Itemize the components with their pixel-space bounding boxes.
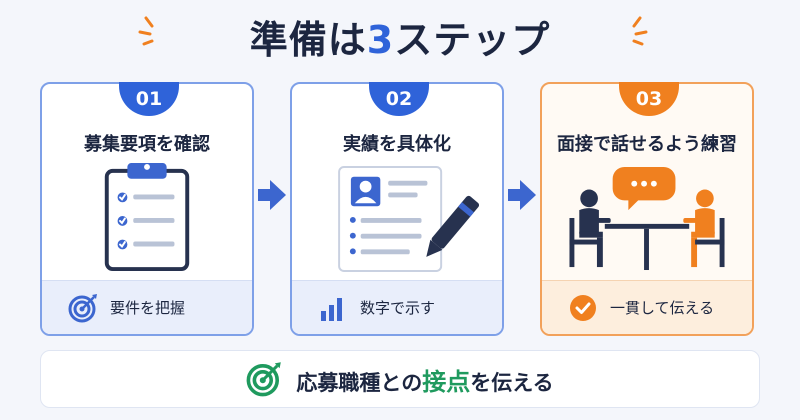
- check-circle-icon: [570, 294, 596, 321]
- arrow-right-icon: [258, 180, 286, 210]
- target-icon: [68, 293, 97, 322]
- step-footer: 数字で示す: [292, 280, 502, 334]
- step-footer-label: 一貫して伝える: [610, 299, 715, 317]
- summary-text: 応募職種との接点を伝える: [296, 362, 553, 397]
- arrow-right-icon: [508, 180, 536, 210]
- page-title: 準備は3ステップ: [250, 9, 550, 64]
- title-suffix: ステップ: [394, 17, 551, 62]
- step-title: 面接で話せるよう練習: [557, 134, 737, 155]
- summary-text-after: を伝える: [470, 370, 554, 395]
- target-icon: [247, 362, 282, 397]
- step-footer: 一貫して伝える: [542, 280, 752, 334]
- step-card-1: 01 募集要項を確認 要件を把握: [40, 82, 254, 336]
- title-area: 準備は3ステップ: [0, 8, 800, 64]
- clipboard-checklist-icon: [104, 163, 190, 271]
- step-number-badge: 02: [369, 82, 429, 116]
- summary-text-before: 応募職種との: [296, 370, 423, 395]
- bar-chart-icon: [321, 297, 342, 321]
- step-title: 募集要項を確認: [84, 134, 210, 155]
- sparkle-right-icon: [632, 16, 648, 46]
- sparkle-left-icon: [138, 16, 154, 46]
- step-number-badge: 03: [619, 82, 679, 116]
- title-number: 3: [366, 17, 395, 62]
- interview-conversation-icon: [569, 166, 725, 271]
- summary-bar: 応募職種との接点を伝える: [40, 350, 760, 408]
- step-card-2: 02 実績を具体化 数字で示す: [290, 82, 504, 336]
- step-title: 実績を具体化: [343, 134, 451, 155]
- title-prefix: 準備は: [249, 17, 367, 62]
- summary-highlight: 接点: [422, 367, 471, 396]
- step-card-3: 03 面接で話せるよう練習 一貫して伝える: [540, 82, 754, 336]
- resume-with-pen-icon: [338, 165, 480, 272]
- step-footer-label: 要件を把握: [110, 299, 186, 317]
- step-footer-label: 数字で示す: [360, 299, 436, 317]
- step-footer: 要件を把握: [42, 280, 252, 334]
- step-number-badge: 01: [119, 82, 179, 116]
